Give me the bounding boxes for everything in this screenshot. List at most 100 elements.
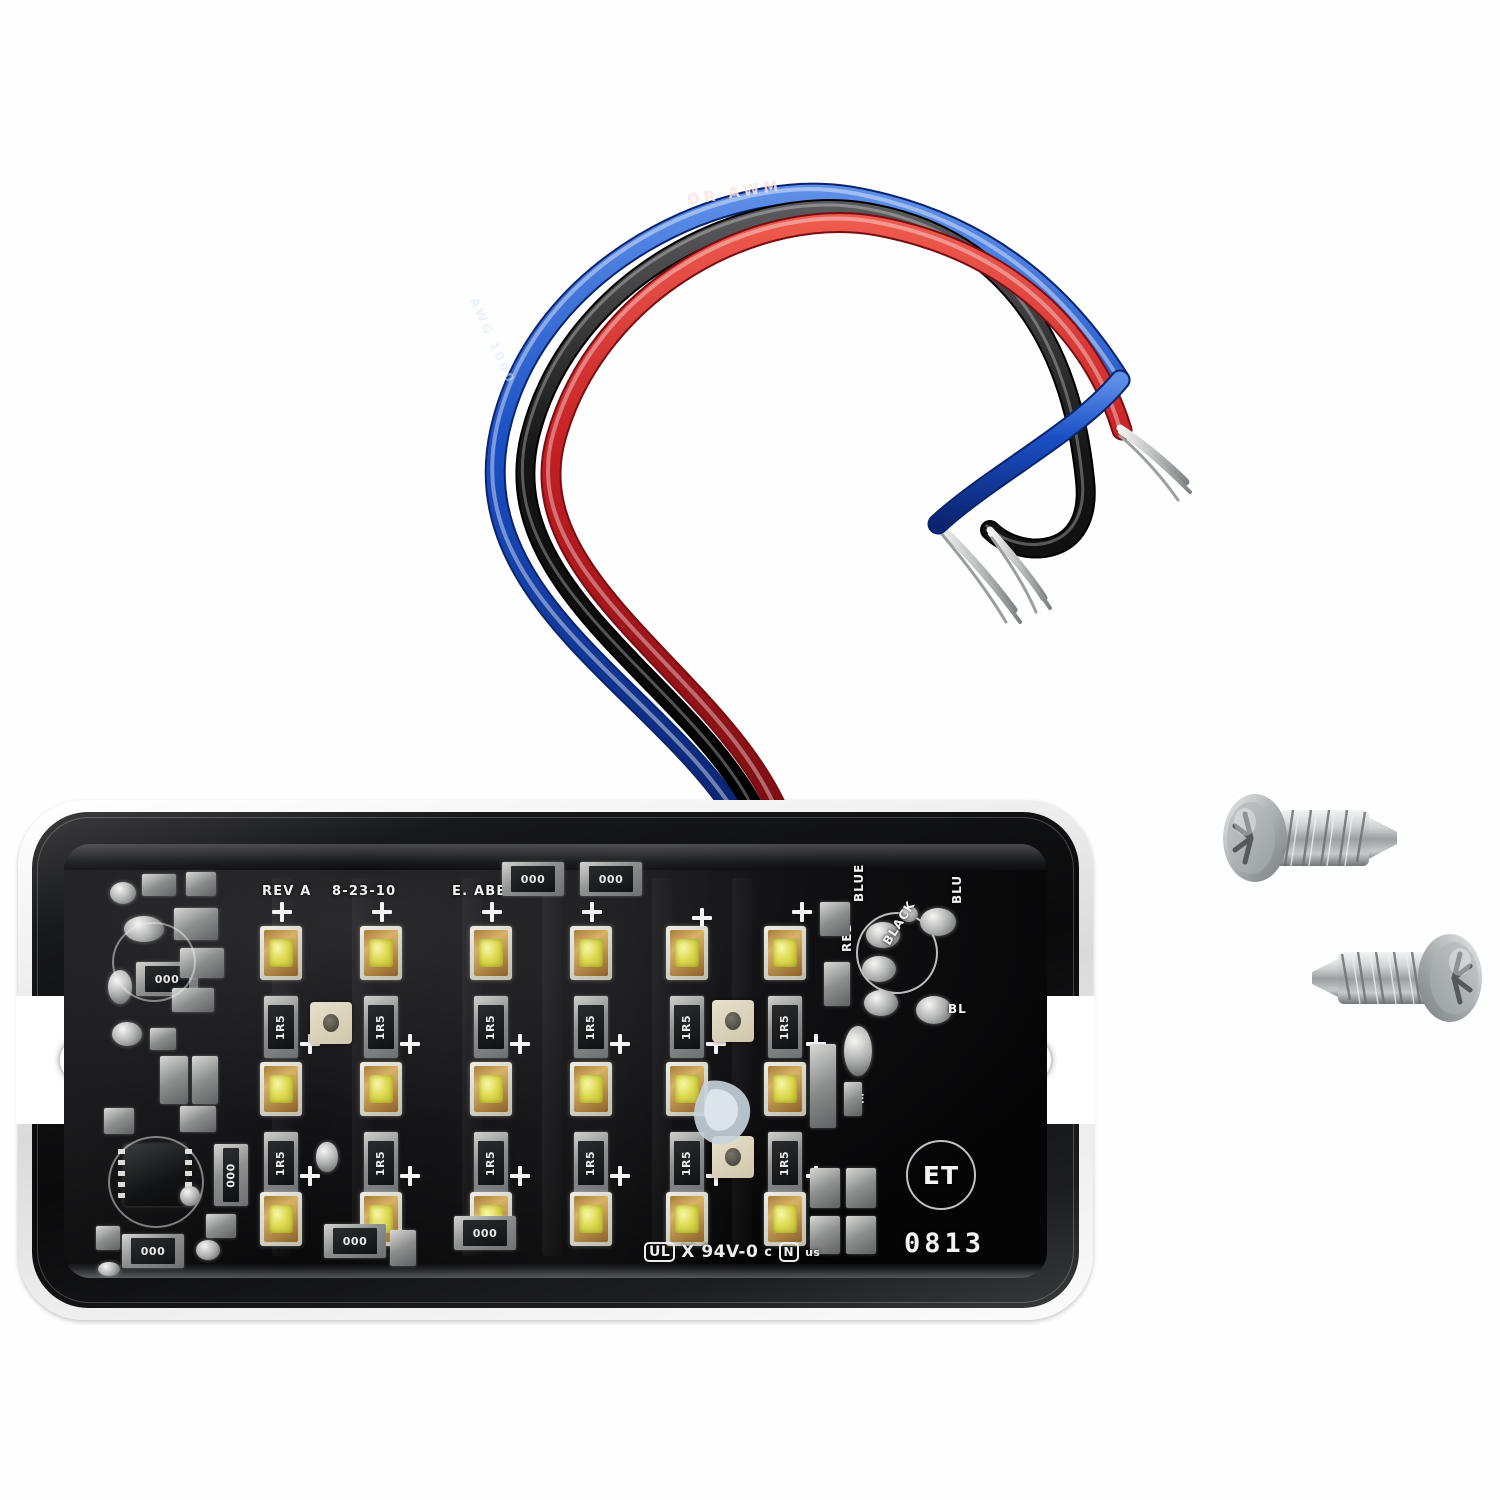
wire-blue-tail [927,369,1131,535]
silkscreen-outline [108,1136,204,1228]
silkscreen-designer: E. ABEL [452,884,516,899]
silkscreen-outline [112,922,196,1002]
led [764,1062,806,1116]
smd-component [96,1226,120,1250]
smd-component [150,1028,176,1050]
wire-end-red [1116,424,1192,502]
smd-component [186,872,216,896]
wire-black [515,199,1096,830]
cert-prefix: c [764,1244,773,1260]
smd-component [180,1106,216,1132]
resistor-value: 000 [589,866,633,892]
csa-logo: N [778,1242,800,1262]
resistor-1r5: 1R5 [574,1132,608,1194]
solder-blob [196,1240,220,1260]
pcb-bottom-edge [64,1264,1047,1278]
led [666,1062,708,1116]
screw-upper-svg [1223,794,1397,882]
led [260,1062,302,1116]
led [570,1062,612,1116]
resistor-000: 000 [324,1224,386,1258]
resistor-value: 1R5 [374,1014,388,1040]
resistor-value: 1R5 [584,1150,598,1176]
wire-pad-label-bl: BL [948,1002,967,1016]
standoff-pad [712,1000,754,1042]
resistor-value: 000 [511,866,555,892]
led [570,1192,612,1246]
resistor-value: 1R5 [778,1014,792,1040]
screw-lower[interactable] [1305,932,1490,1029]
led [570,926,612,980]
solder-pad [866,922,900,948]
solder-blob [844,1026,872,1076]
brand-text: ET [922,1160,960,1190]
solder-blob [180,1186,200,1206]
smd-component [142,874,176,896]
pcb-trace [542,878,562,1256]
cert-suffix: us [805,1245,821,1259]
polarity-plus [610,1166,630,1186]
led [666,1192,708,1246]
screw-upper[interactable] [1215,792,1405,889]
flammability-rating: X 94V-0 [681,1242,759,1262]
solder-pad [900,906,918,922]
polarity-plus [400,1166,420,1186]
silkscreen-date: 8-23-10 [332,884,397,899]
resistor-value: 1R5 [584,1014,598,1040]
resistor-1r5: 1R5 [670,1132,704,1194]
connector-outline [856,912,938,994]
phillips-cross-icon [1232,811,1254,865]
phillips-cross-icon [1451,951,1473,1005]
smd-component [846,1168,876,1208]
resistor-000: 000 [214,1144,248,1206]
polarity-plus [510,1034,530,1054]
solder-blob [98,1262,120,1276]
ul-logo: UL [644,1242,676,1262]
resistor-value: 1R5 [484,1014,498,1040]
polarity-plus [400,1034,420,1054]
resistor-value: 1R5 [680,1150,694,1176]
resistor-1r5: 1R5 [574,996,608,1058]
smd-component [160,1056,188,1104]
polarity-plus [792,902,812,922]
smd-component [104,1108,134,1134]
screw-lower-svg [1312,934,1482,1022]
polarity-plus [372,902,392,922]
date-code: 0813 [904,1228,986,1259]
polarity-plus [482,902,502,922]
resistor-value: 000 [224,1162,238,1188]
resistor-1r5: 1R5 [670,996,704,1058]
resistor-1r5: 1R5 [474,996,508,1058]
resistor-1r5: 1R5 [364,996,398,1058]
silkscreen-revision: REV A [262,884,312,899]
led [360,926,402,980]
led [764,926,806,980]
smd-component [810,1216,840,1254]
led [260,926,302,980]
wire-pad-label-blu: BLU [950,874,964,904]
epoxy-smear [694,1080,751,1145]
led [470,1062,512,1116]
standoff-pad [310,1002,352,1044]
resistor-value: 1R5 [778,1150,792,1176]
compliance-marks: UL X 94V-0 c N us [644,1242,820,1262]
resistor-1r5: 1R5 [364,1132,398,1194]
wire-pad-label-blue: BLUE [852,863,866,902]
led [260,1192,302,1246]
polarity-plus [300,1034,320,1054]
smd-component [810,1044,836,1128]
smd-component [844,1082,862,1116]
resistor-value: 000 [463,1220,507,1246]
polarity-plus [272,902,292,922]
polarity-plus [510,1166,530,1186]
smd-component [824,962,850,1006]
resistor-000: 000 [502,862,564,896]
resistor-000: 000 [122,1234,184,1268]
led-lamp-module[interactable]: REV A 8-23-10 E. ABEL 1R5 1R5 1R5 1R5 [16,800,1095,1320]
smd-component [846,1216,876,1254]
wire-end-black [986,526,1052,614]
resistor-value: 1R5 [274,1014,288,1040]
smd-component [206,1214,236,1238]
resistor-000: 000 [454,1216,516,1250]
